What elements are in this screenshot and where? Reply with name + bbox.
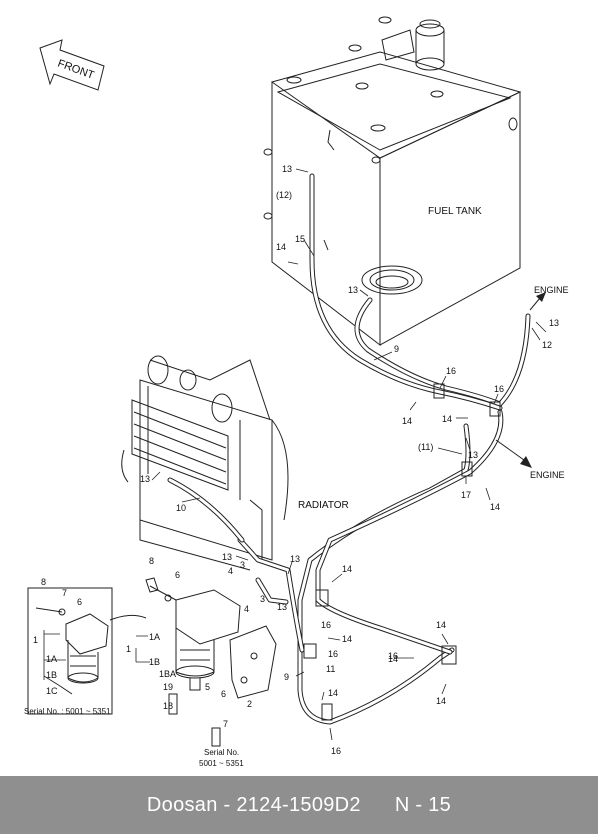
callout: 14 bbox=[276, 242, 286, 252]
callout: 13 bbox=[468, 450, 478, 460]
callout: 10 bbox=[176, 503, 186, 513]
callout: 16 bbox=[446, 366, 456, 376]
callout: 14 bbox=[436, 620, 446, 630]
front-arrow-icon: FRONT bbox=[39, 39, 105, 91]
document-code: Doosan - 2124-1509D2 bbox=[146, 793, 361, 816]
callout: 4 bbox=[244, 604, 249, 614]
callout: 13 bbox=[140, 474, 150, 484]
callout: 12 bbox=[542, 340, 552, 350]
callout: 9 bbox=[284, 672, 289, 682]
fuel-filter-inset bbox=[27, 587, 147, 715]
callout: 1 bbox=[126, 644, 131, 654]
callout: 14 bbox=[402, 416, 412, 426]
engine-mid-label: ENGINE bbox=[530, 470, 565, 480]
callout: 6 bbox=[221, 689, 226, 699]
callout: 16 bbox=[328, 649, 338, 659]
callout-numbers: 13 (12) 15 14 13 9 13 12 16 16 14 14 (11… bbox=[33, 164, 559, 756]
callout: 14 bbox=[388, 654, 398, 664]
callout: 17 bbox=[461, 490, 471, 500]
callout: 15 bbox=[295, 234, 305, 244]
callout: 1B bbox=[149, 657, 160, 667]
callout: 16 bbox=[321, 620, 331, 630]
callout: 19 bbox=[163, 682, 173, 692]
callout: 16 bbox=[331, 746, 341, 756]
callout: 9 bbox=[394, 344, 399, 354]
callout: 14 bbox=[342, 634, 352, 644]
callout: 7 bbox=[62, 588, 67, 598]
callout: 2 bbox=[247, 699, 252, 709]
callout: 13 bbox=[282, 164, 292, 174]
callout: 6 bbox=[77, 597, 82, 607]
fuel-hoses bbox=[167, 173, 531, 725]
callout: 14 bbox=[442, 414, 452, 424]
callout: 3 bbox=[260, 594, 265, 604]
hose-clamps bbox=[303, 383, 501, 721]
serial-note: 5001 ~ 5351 bbox=[199, 759, 244, 768]
callout: 1 bbox=[33, 635, 38, 645]
callout: 6 bbox=[175, 570, 180, 580]
serial-note: Serial No. : 5001 ~ 5351 bbox=[24, 707, 111, 716]
callout: 13 bbox=[549, 318, 559, 328]
radiator-label: RADIATOR bbox=[298, 500, 349, 511]
callout: 13 bbox=[348, 285, 358, 295]
callout: 7 bbox=[223, 719, 228, 729]
callout: 18 bbox=[163, 701, 173, 711]
radiator-assembly: RADIATOR bbox=[121, 355, 349, 571]
fuel-filter bbox=[145, 577, 277, 747]
callout: 14 bbox=[490, 502, 500, 512]
fuel-tank: FUEL TANK bbox=[263, 16, 522, 347]
callout: 3 bbox=[240, 560, 245, 570]
callout: 8 bbox=[149, 556, 154, 566]
callout: 14 bbox=[436, 696, 446, 706]
engine-top-label: ENGINE bbox=[534, 285, 569, 295]
callout: (11) bbox=[418, 442, 433, 452]
footer-bar: Doosan - 2124-1509D2 N - 15 bbox=[0, 776, 598, 834]
callout: 1B bbox=[46, 670, 57, 680]
page-number: N - 15 bbox=[394, 793, 452, 816]
callout: 13 bbox=[277, 602, 287, 612]
callout: 14 bbox=[342, 564, 352, 574]
callout: 16 bbox=[388, 651, 398, 661]
callout: 11 bbox=[326, 664, 335, 674]
callout: 1BA bbox=[159, 669, 176, 679]
callout: 8 bbox=[41, 577, 46, 587]
callout: 13 bbox=[222, 552, 232, 562]
callout: 4 bbox=[228, 566, 233, 576]
parts-diagram: FRONT FUEL TANK bbox=[24, 16, 569, 768]
callout: 1A bbox=[46, 654, 57, 664]
leader-lines bbox=[43, 168, 547, 741]
callout: 5 bbox=[205, 682, 210, 692]
callout: 13 bbox=[290, 554, 300, 564]
callout: 16 bbox=[494, 384, 504, 394]
callout: 1C bbox=[46, 686, 58, 696]
fuel-tank-label: FUEL TANK bbox=[428, 206, 482, 217]
engine-arrow-icon bbox=[495, 292, 546, 468]
serial-note: Serial No. bbox=[204, 748, 239, 757]
callout: 14 bbox=[328, 688, 338, 698]
callout: 1A bbox=[149, 632, 160, 642]
callout: (12) bbox=[276, 190, 292, 200]
